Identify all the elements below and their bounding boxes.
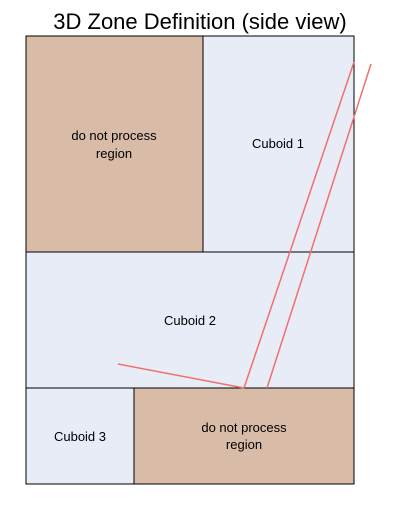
dnp-top-label-line1: do not process: [71, 128, 157, 143]
cuboid-2-label: Cuboid 2: [164, 313, 216, 328]
dnp-top-label-line2: region: [96, 146, 132, 161]
dnp-bottom-label-line1: do not process: [201, 420, 287, 435]
diagram-title: 3D Zone Definition (side view): [53, 9, 347, 34]
cuboid-3-label: Cuboid 3: [54, 429, 106, 444]
cuboid-3: [25, 387, 135, 485]
beam-line-left: [243, 61, 355, 389]
cuboid-1: [202, 35, 355, 253]
beam-line-right: [266, 63, 372, 389]
dnp-top-region: [25, 35, 204, 253]
cuboid-1-label: Cuboid 1: [252, 136, 304, 151]
dnp-bottom-label-line2: region: [226, 437, 262, 452]
dnp-bottom-region: [133, 387, 355, 485]
cuboid-2: [25, 251, 355, 389]
beam-line-horizontal: [117, 363, 245, 389]
